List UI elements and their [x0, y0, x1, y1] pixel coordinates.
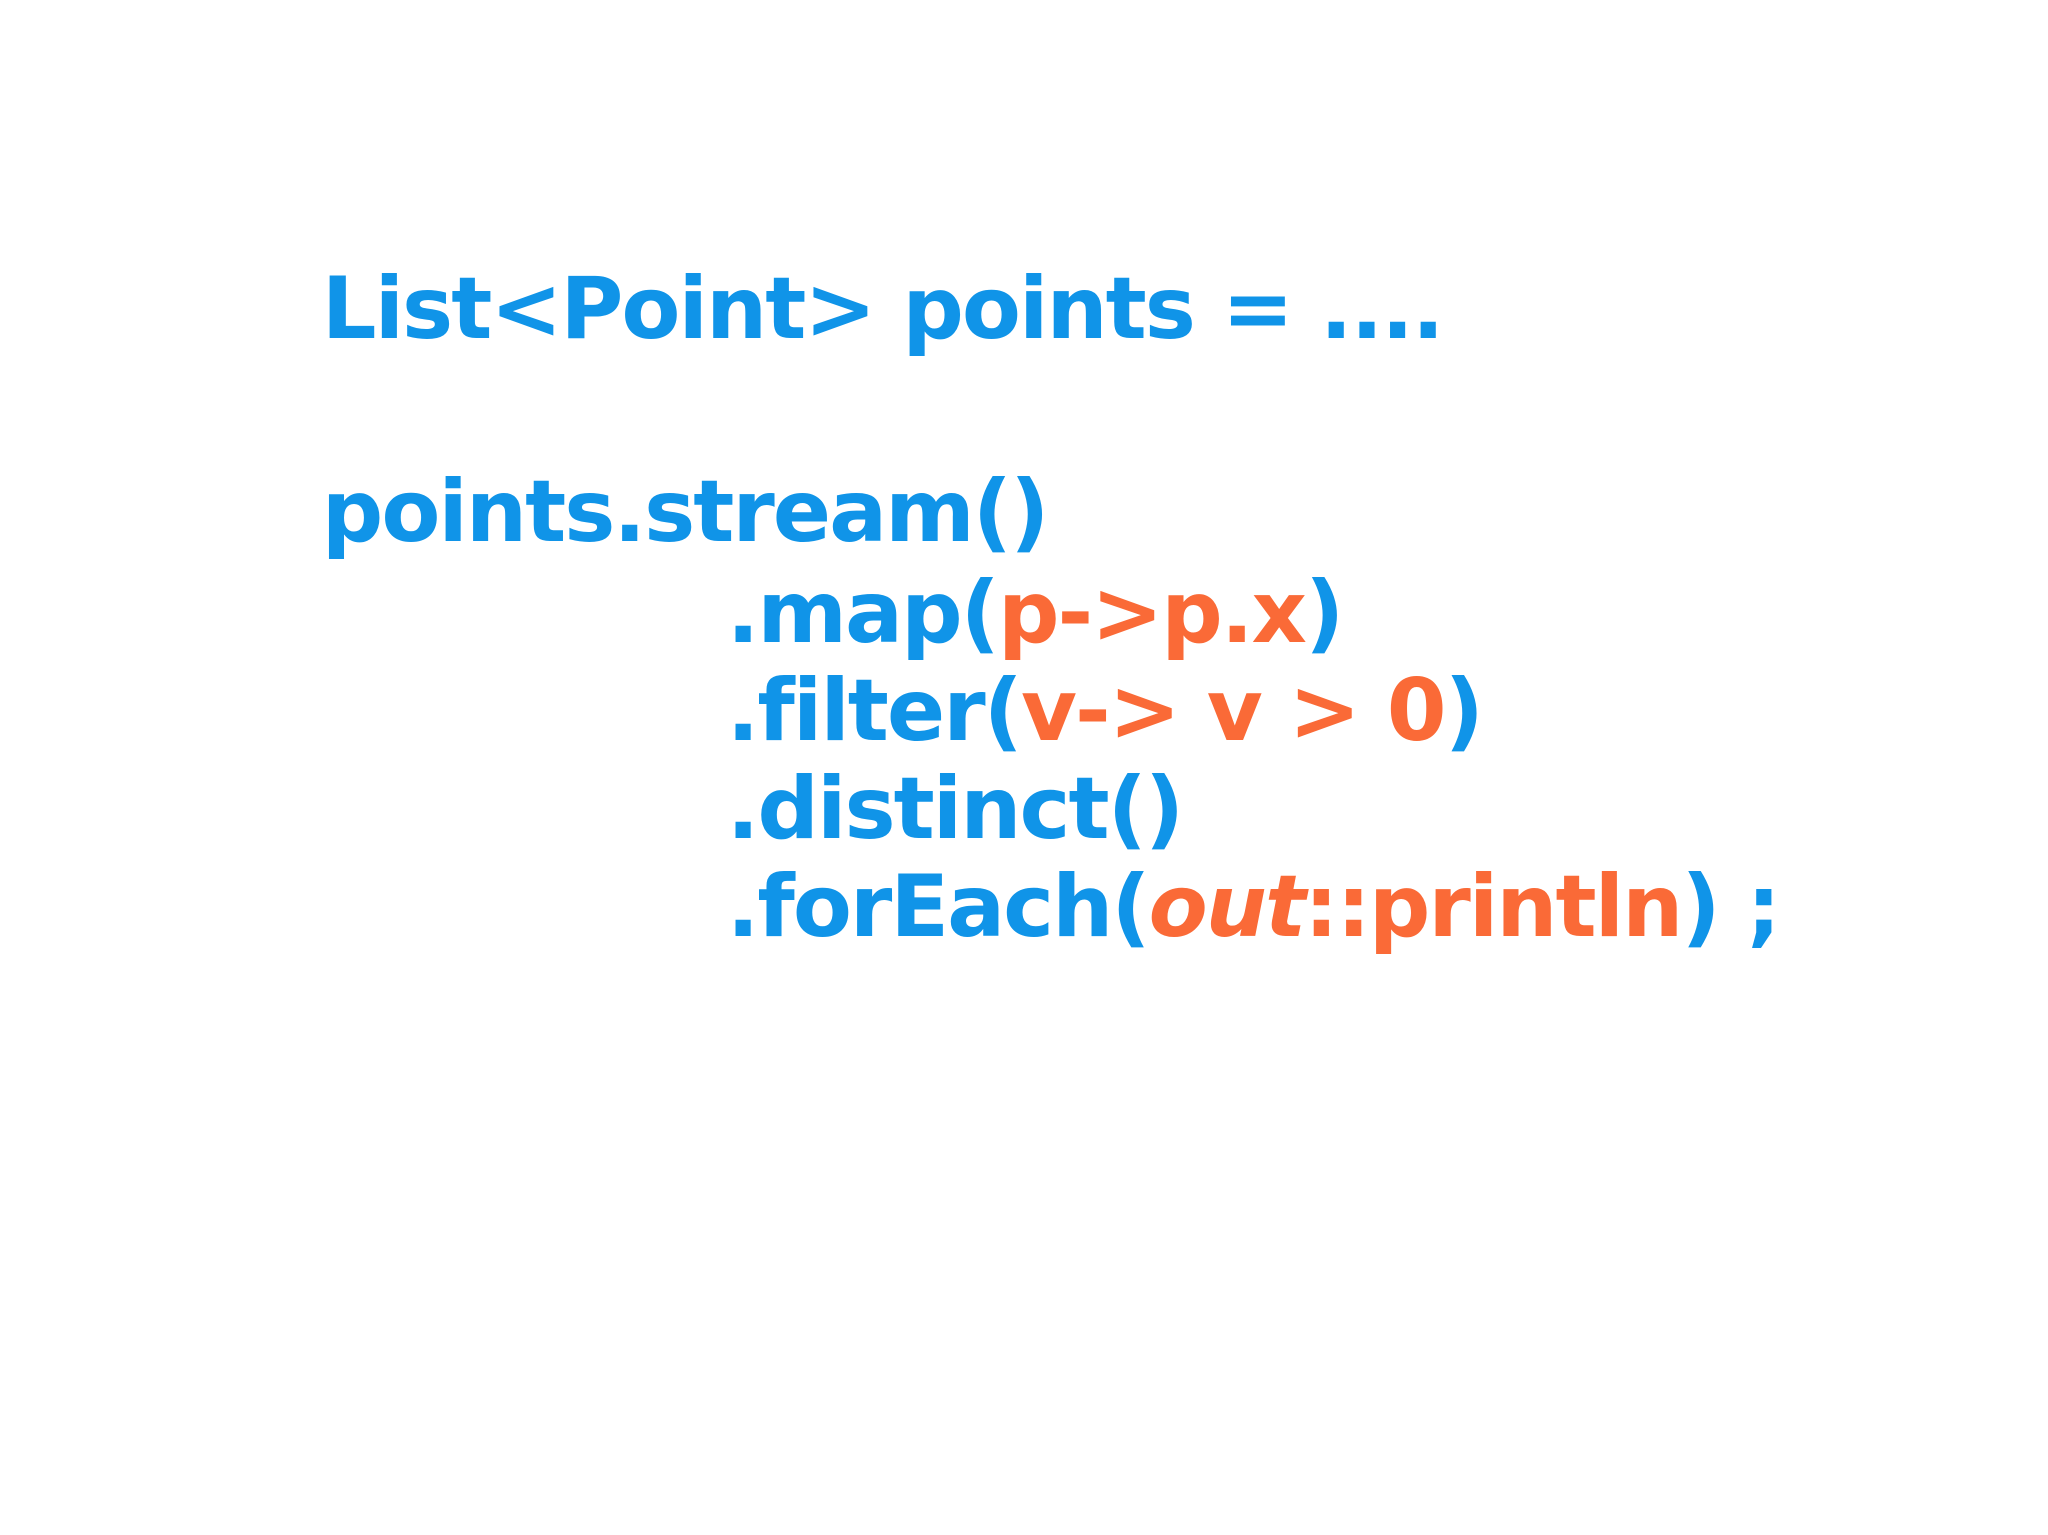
code-line-foreach: .forEach(out::println) ; [615, 778, 1781, 1036]
filter-lambda: v-> v > 0 [1020, 661, 1447, 761]
map-lambda: p->p.x [997, 563, 1307, 663]
filter-close: ) [1444, 661, 1484, 761]
foreach-ref-target: out [1148, 857, 1306, 957]
foreach-method: .forEach( [726, 857, 1151, 957]
map-close: ) [1304, 563, 1344, 663]
declaration-text: List<Point> points = .... [321, 259, 1445, 359]
code-line-distinct: .distinct() [615, 680, 1184, 938]
map-method: .map( [726, 563, 1000, 663]
code-line-filter: .filter(v-> v > 0) [615, 582, 1484, 840]
stream-call-text: points.stream() [321, 462, 1050, 562]
distinct-method: .distinct() [726, 759, 1184, 859]
filter-method: .filter( [726, 661, 1023, 761]
foreach-close: ) ; [1681, 857, 1781, 957]
code-line-declaration: List<Point> points = .... [210, 180, 1445, 438]
code-line-stream: points.stream() [210, 383, 1050, 641]
foreach-ref-method: ::println [1304, 857, 1683, 957]
code-line-map: .map(p->p.x) [615, 484, 1345, 742]
